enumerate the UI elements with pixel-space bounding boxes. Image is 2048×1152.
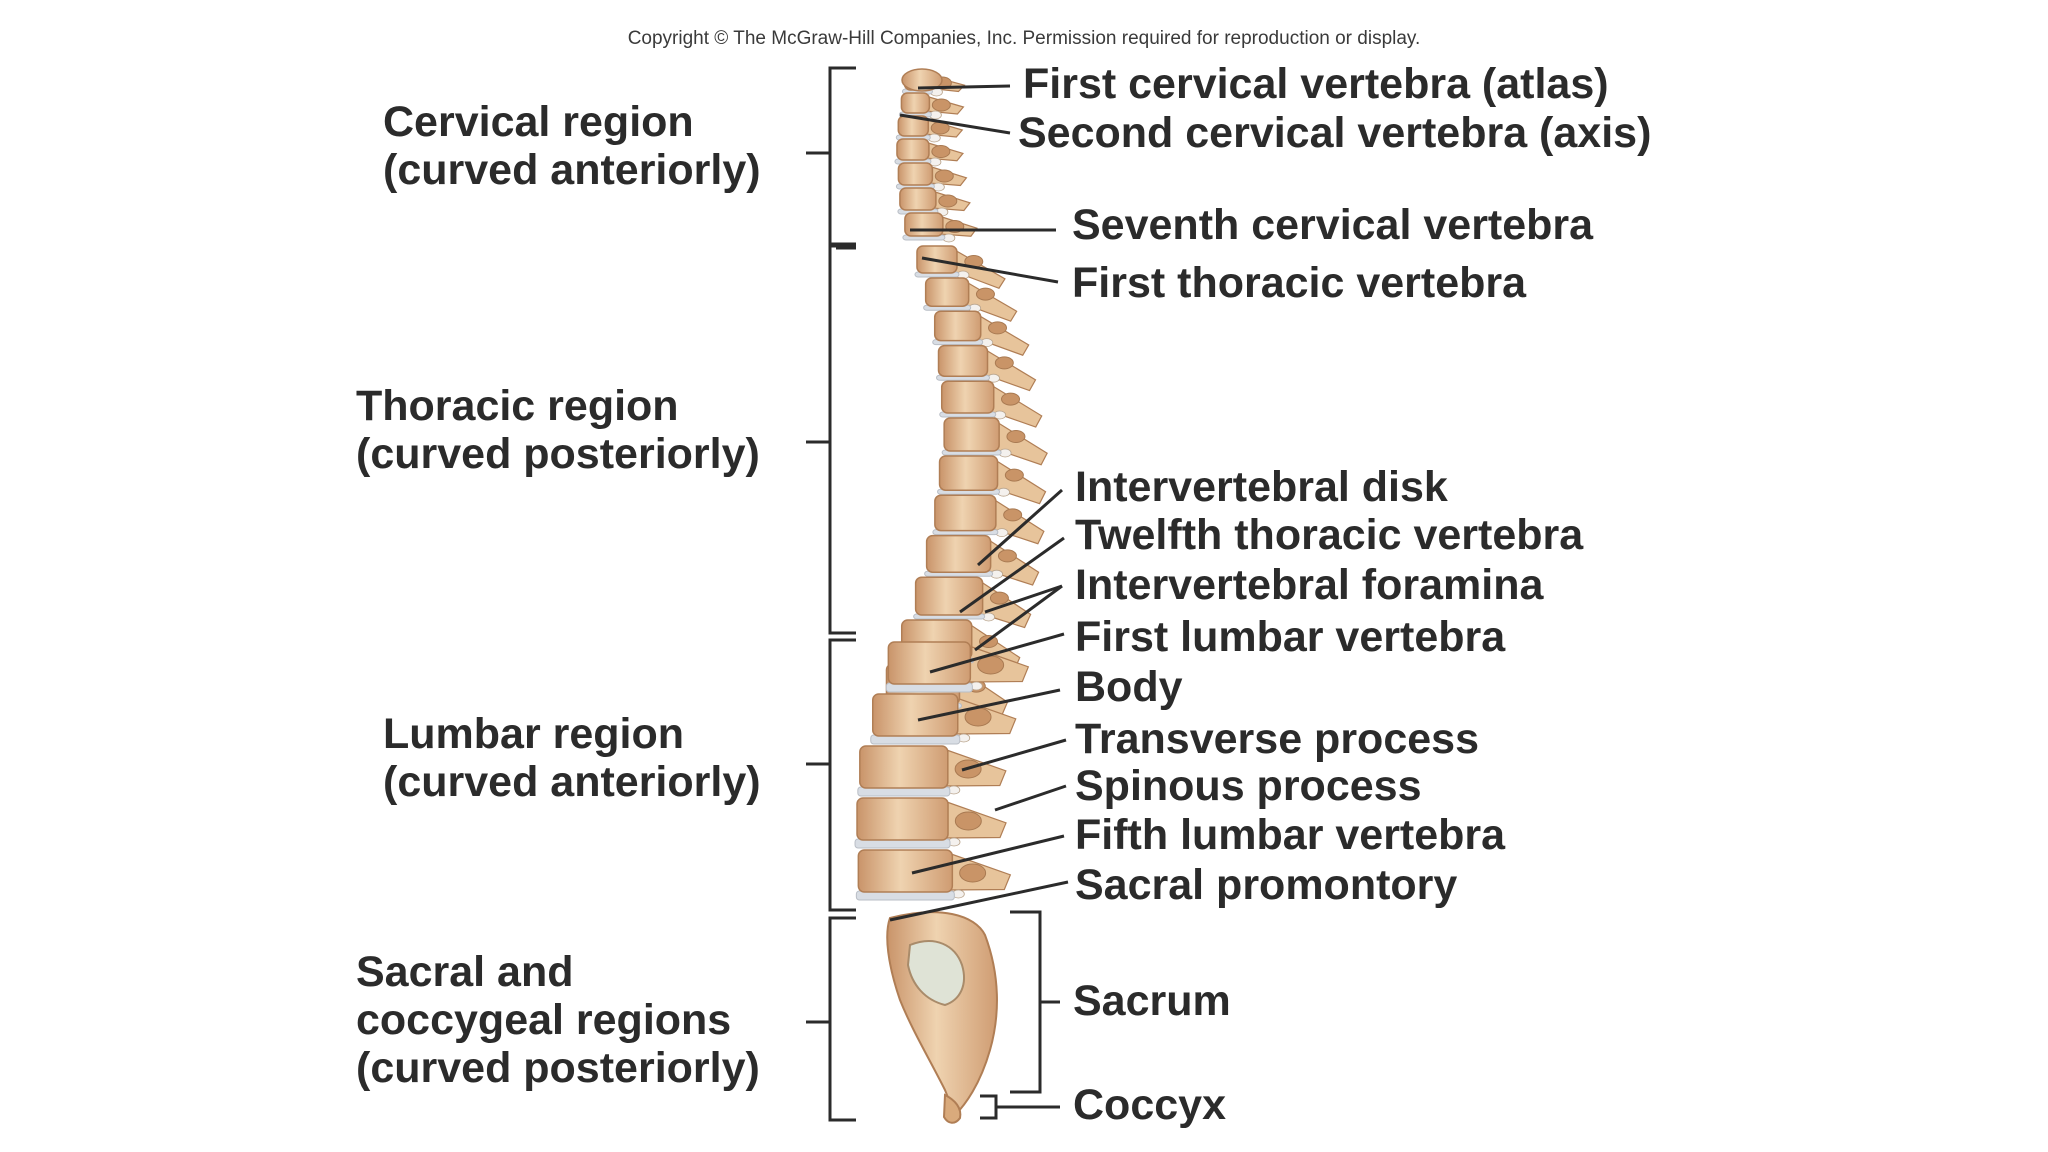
vertebral-body [856, 797, 949, 841]
vertebral-body [943, 417, 1000, 452]
vertebral-body [925, 534, 992, 573]
transverse-process [988, 321, 1008, 335]
vertebral-body [940, 380, 995, 414]
vertebral-body [914, 576, 984, 616]
transverse-process [959, 863, 987, 883]
leader-body [917, 688, 1061, 722]
vertebral-body [933, 310, 982, 342]
lumbar-bracket [806, 638, 856, 912]
sacral-region-line-2: coccygeal regions [356, 996, 732, 1044]
vertebral-body [937, 344, 989, 377]
vertebral-body [896, 138, 930, 161]
sacral-region-line-3: (curved posteriorly) [356, 1044, 760, 1092]
leader-transverse-process [961, 738, 1067, 772]
coccyx-bracket [980, 1094, 1060, 1120]
label-first-lumbar: First lumbar vertebra [1075, 613, 1506, 661]
transverse-process [1006, 430, 1026, 443]
label-fifth-lumbar: Fifth lumbar vertebra [1075, 811, 1506, 859]
transverse-process [989, 591, 1009, 605]
cervical-region-curve: (curved anteriorly) [383, 146, 761, 194]
transverse-process [1003, 508, 1023, 522]
cervical-region-label: Cervical region (curved anteriorly) [383, 98, 761, 194]
leader-foramina-a [984, 584, 1063, 614]
transverse-process [975, 287, 995, 301]
vertebral-body [924, 277, 970, 307]
atlas-shape [901, 68, 943, 92]
vertebral-body [897, 162, 934, 186]
vertebral-body [857, 849, 954, 893]
leader-lines [889, 84, 1069, 922]
vertebral-body [934, 494, 997, 532]
label-spinous-process: Spinous process [1075, 762, 1422, 810]
leader-axis [899, 113, 1011, 135]
vertebral-body [900, 92, 931, 114]
label-twelfth-thoracic: Twelfth thoracic vertebra [1075, 511, 1584, 559]
leader-atlas [917, 84, 1011, 90]
transverse-process [938, 194, 958, 208]
label-transverse-process: Transverse process [1075, 715, 1479, 763]
spinous-process [991, 497, 1045, 545]
label-coccyx: Coccyx [1073, 1081, 1226, 1129]
thoracic-region-title: Thoracic region [356, 382, 679, 430]
leader-fifth-lumbar [911, 834, 1065, 875]
transverse-process [954, 811, 982, 831]
leader-sacral-promontory [889, 880, 1069, 922]
sacral-bracket [806, 916, 856, 1122]
vertebral-body [904, 212, 944, 237]
transverse-process [1001, 392, 1021, 406]
vertebral-body [887, 641, 972, 685]
label-intervertebral-disk: Intervertebral disk [1075, 463, 1448, 511]
sacral-coccygeal-region-label: Sacral and coccygeal regions (curved pos… [356, 948, 760, 1092]
leader-spinous-process [994, 784, 1067, 812]
thoracic-region-curve: (curved posteriorly) [356, 430, 760, 478]
label-axis: Second cervical vertebra (axis) [1018, 109, 1652, 157]
thoracic-region-label: Thoracic region (curved posteriorly) [356, 382, 760, 478]
lumbar-region-title: Lumbar region [383, 710, 685, 758]
leader-twelfth-thoracic [959, 536, 1065, 614]
sacral-region-line-1: Sacral and [356, 948, 574, 996]
vertebral-bodies [854, 68, 1002, 901]
lumbar-region-label: Lumbar region (curved anteriorly) [383, 710, 761, 806]
leader-first-lumbar [929, 632, 1065, 674]
vertebral-body [938, 455, 999, 491]
sacrum-auricular-surface [906, 940, 965, 1007]
thoracic-bracket [806, 244, 856, 635]
cervical-region-title: Cervical region [383, 98, 694, 146]
label-atlas: First cervical vertebra (atlas) [1023, 60, 1609, 108]
label-intervertebral-foramina: Intervertebral foramina [1075, 561, 1544, 609]
leader-first-thoracic [921, 256, 1059, 284]
vertebral-body [859, 745, 949, 789]
transverse-process [934, 169, 954, 183]
label-first-thoracic: First thoracic vertebra [1072, 259, 1527, 307]
lumbar-region-curve: (curved anteriorly) [383, 758, 761, 806]
transverse-process [994, 356, 1014, 370]
spinous-process [994, 419, 1048, 466]
copyright-notice: Copyright © The McGraw-Hill Companies, I… [627, 28, 1421, 49]
vertebral-body [872, 693, 959, 737]
sacrum-bracket [1010, 910, 1060, 1094]
label-sacral-promontory: Sacral promontory [1075, 861, 1458, 909]
leader-intervertebral-disk [977, 488, 1063, 567]
transverse-process [1004, 468, 1024, 482]
leader-foramina-b [974, 584, 1063, 652]
spinous-process [992, 457, 1047, 505]
transverse-process [931, 145, 951, 158]
label-sacrum: Sacrum [1073, 977, 1231, 1025]
vertebral-body [899, 187, 937, 211]
label-seventh-cervical: Seventh cervical vertebra [1072, 201, 1594, 249]
coccyx-shape [942, 1093, 962, 1124]
cervical-bracket [806, 66, 856, 246]
label-body: Body [1075, 663, 1183, 711]
transverse-process [931, 98, 951, 112]
transverse-process [997, 549, 1017, 563]
